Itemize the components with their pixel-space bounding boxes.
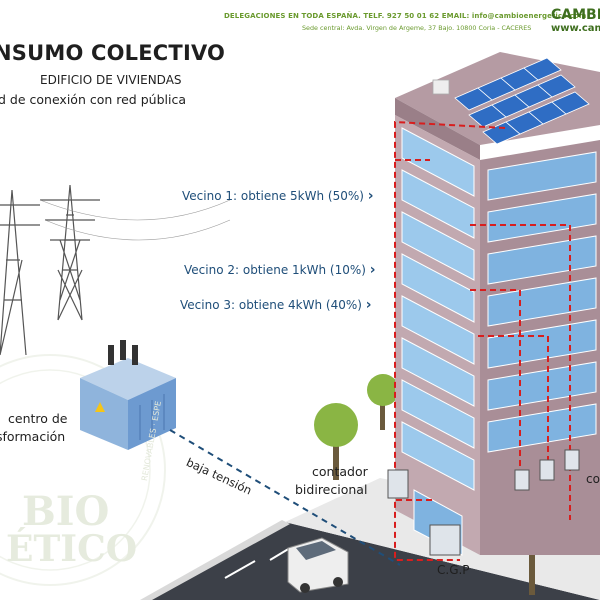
brand-website: www.cambio: [551, 23, 600, 34]
header-address-line: Sede central: Avda. Virgen de Argeme, 37…: [302, 24, 532, 32]
neighbor-1-label: Vecino 1: obtiene 5kWh (50%) ›: [182, 188, 374, 204]
low-voltage-cable: [169, 429, 401, 566]
transformation-center-label-2: sformación: [0, 429, 66, 444]
van-icon: [287, 537, 349, 593]
watermark-seal: [0, 354, 166, 586]
bidirectional-meter-label-1: contador: [312, 464, 368, 479]
bidirectional-meter-label-2: bidirecional: [295, 482, 368, 497]
diagram-title: NSUMO COLECTIVO: [0, 41, 226, 65]
road: [140, 520, 600, 600]
header-contact-line: DELEGACIONES EN TODA ESPAÑA. TELF. 927 5…: [224, 12, 587, 20]
chevron-right-icon: ›: [365, 297, 372, 313]
meter-icon: [387, 449, 580, 556]
energy-distribution-lines: [394, 120, 571, 561]
brand-logo-text: CAMBIO: [551, 7, 600, 23]
cgp-label: C.G.P: [437, 563, 470, 577]
neighbor-2-label: Vecino 2: obtiene 1kWh (10%) ›: [184, 262, 376, 278]
power-pylons-icon: [0, 184, 231, 356]
partial-label: co: [586, 472, 600, 486]
chevron-right-icon: ›: [367, 188, 374, 204]
neighbor-3-label: Vecino 3: obtiene 4kWh (40%) ›: [180, 297, 372, 313]
chevron-right-icon: ›: [369, 262, 376, 278]
watermark-text-1: BIO: [22, 488, 110, 535]
transformation-center-label-1: centro de: [8, 411, 68, 426]
diagram-subtitle: EDIFICIO DE VIVIENDAS: [40, 73, 182, 87]
solar-panels-icon: [432, 57, 590, 145]
transformer-icon: [80, 340, 176, 450]
diagram-subtitle-2: d de conexión con red pública: [0, 92, 186, 107]
watermark-text-2: ÉTICO: [6, 528, 138, 570]
